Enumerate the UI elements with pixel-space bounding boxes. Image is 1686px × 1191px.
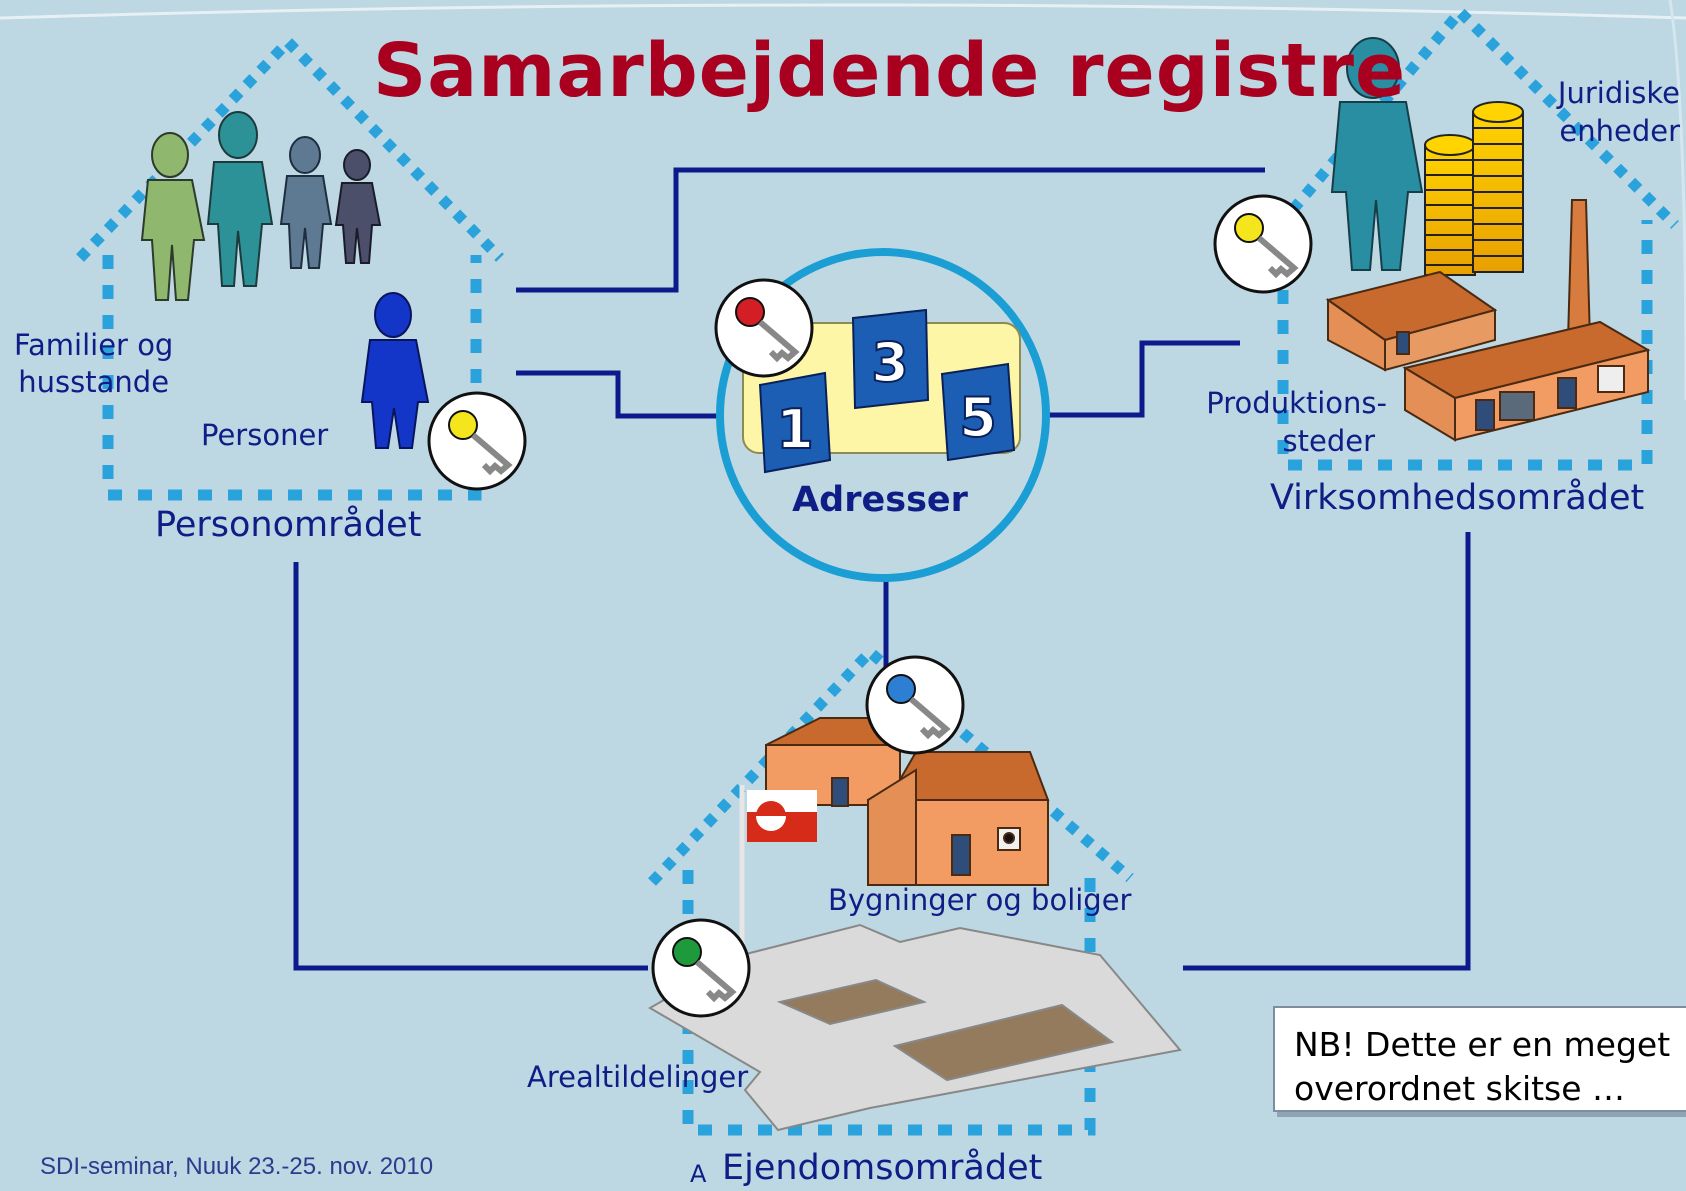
families-label-line-2: husstande: [18, 365, 170, 399]
person-key-icon: [427, 391, 527, 491]
person-icon: [360, 292, 430, 449]
legal-entities-label: Juridiske enheder: [1538, 74, 1680, 150]
footer-text: SDI-seminar, Nuuk 23.-25. nov. 2010: [40, 1153, 434, 1180]
greenland-flag-icon: [739, 785, 817, 950]
connector-lines: [293, 167, 1471, 971]
business-area-label: Virksomhedsområdet: [1270, 478, 1645, 518]
legal-entities-label-line-2: enheder: [1559, 114, 1680, 148]
line-business-property: [1183, 532, 1471, 971]
land-key-icon: [651, 918, 751, 1018]
production-sites-label: Produktions- steder: [1177, 384, 1387, 460]
line-person-address: [516, 370, 718, 419]
note-line-1: NB! Dette er en meget: [1294, 1025, 1671, 1064]
line-person-business: [516, 167, 1265, 293]
line-address-business: [1040, 340, 1240, 418]
address-card-1: 1: [758, 371, 832, 474]
property-area-label: Ejendomsområdet: [722, 1148, 1043, 1188]
center-key-icon: [714, 278, 814, 378]
buildings-label: Bygninger og boliger: [828, 883, 1132, 917]
business-key-icon: [1213, 194, 1313, 294]
legal-entity-person-icon: [1330, 37, 1424, 271]
address-card-1-number: 1: [776, 398, 814, 461]
legal-entities-label-line-1: Juridiske: [1557, 76, 1680, 110]
business-house-outline: [1275, 3, 1679, 471]
factory-icon: [1325, 199, 1651, 442]
production-sites-label-line-2: steder: [1282, 424, 1376, 458]
families-label: Familier og husstande: [14, 327, 173, 401]
buildings-icon: [765, 717, 1050, 886]
address-label: Adresser: [792, 480, 969, 520]
address-card-5-number: 5: [959, 386, 997, 449]
families-label-line-1: Familier og: [14, 328, 174, 362]
note-box: [1273, 1006, 1686, 1112]
address-card-3-number: 3: [871, 331, 909, 394]
production-sites-label-line-1: Produktions-: [1206, 386, 1387, 420]
property-area-prefix: A: [690, 1160, 707, 1188]
address-card-3: 3: [851, 308, 930, 410]
note-text: NB! Dette er en meget overordnet skitse …: [1294, 1023, 1670, 1111]
note-line-2: overordnet skitse …: [1294, 1069, 1626, 1108]
buildings-key-icon: [865, 655, 965, 755]
persons-label: Personer: [201, 418, 329, 452]
land-allocations-label: Arealtildelinger: [527, 1060, 749, 1094]
background-arc: [0, 3, 1686, 20]
coins-icon: [1424, 101, 1524, 276]
family-people-icon: [140, 111, 382, 301]
person-house-outline: [76, 34, 504, 501]
person-area-label: Personområdet: [155, 505, 422, 545]
page-title: Samarbejdende registre: [373, 28, 1407, 114]
land-plot-icon: [648, 923, 1182, 1132]
line-person-property: [293, 562, 648, 971]
address-card-5: 5: [940, 362, 1016, 462]
